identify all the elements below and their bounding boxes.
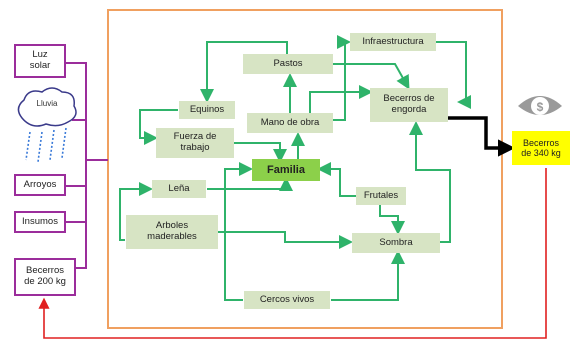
- luz-solar-box: Luz solar: [14, 44, 66, 78]
- rain-cloud-icon: [17, 87, 77, 163]
- arrow-mano-infra: [333, 35, 351, 121]
- insumos-box: Insumos: [14, 211, 66, 233]
- arrow-frutales-sombra: [379, 205, 405, 235]
- arrow-arboles-lena: [119, 182, 153, 241]
- arroyos-box: Arroyos: [14, 174, 66, 196]
- node-sombra: Sombra: [352, 233, 440, 253]
- becerros-200-box: Becerros de 200 kg: [14, 258, 76, 296]
- svg-text:$: $: [537, 100, 544, 114]
- arrow-fuerza-familia: [234, 142, 287, 163]
- arrow-infra-becerros: [436, 41, 471, 109]
- arrow-cercos-sombra: [331, 250, 405, 301]
- arrow-cercos-familia: [224, 162, 253, 301]
- node-familia: Familia: [252, 159, 320, 181]
- arrow-lena-familia: [207, 177, 293, 191]
- node-pastos: Pastos: [243, 54, 333, 74]
- node-equinos: Equinos: [179, 101, 235, 119]
- node-becerros-engorda: Becerros de engorda: [370, 88, 448, 122]
- arrow-pastos-equinos: [200, 41, 288, 103]
- arrow-sombra-becerros: [409, 121, 451, 243]
- money-eye-icon: $: [518, 96, 562, 115]
- becerros-340-box: Becerros de 340 kg: [512, 131, 570, 165]
- arrow-equinos-fuerza: [139, 109, 178, 145]
- arrow-frutales-familia: [317, 162, 360, 197]
- arrow-pastos-becerros: [333, 63, 410, 90]
- node-fuerza-trabajo: Fuerza de trabajo: [156, 128, 234, 158]
- arrow-arboles-sombra: [218, 231, 353, 249]
- node-cercos-vivos: Cercos vivos: [244, 291, 330, 309]
- arrow-becerros-output: [448, 116, 516, 157]
- node-mano-obra: Mano de obra: [247, 113, 333, 133]
- node-infraestructura: Infraestructura: [350, 33, 436, 51]
- arrow-mano-becerros: [309, 85, 373, 113]
- lluvia-label: Lluvia: [36, 99, 58, 109]
- system-boundary: [107, 9, 503, 329]
- node-lena: Leña: [152, 180, 206, 198]
- node-frutales: Frutales: [356, 187, 406, 205]
- inputs-connector: [66, 62, 108, 269]
- flow-arrows: [119, 35, 471, 301]
- node-arboles-maderables: Arboles maderables: [126, 215, 218, 249]
- return-line: [38, 168, 547, 339]
